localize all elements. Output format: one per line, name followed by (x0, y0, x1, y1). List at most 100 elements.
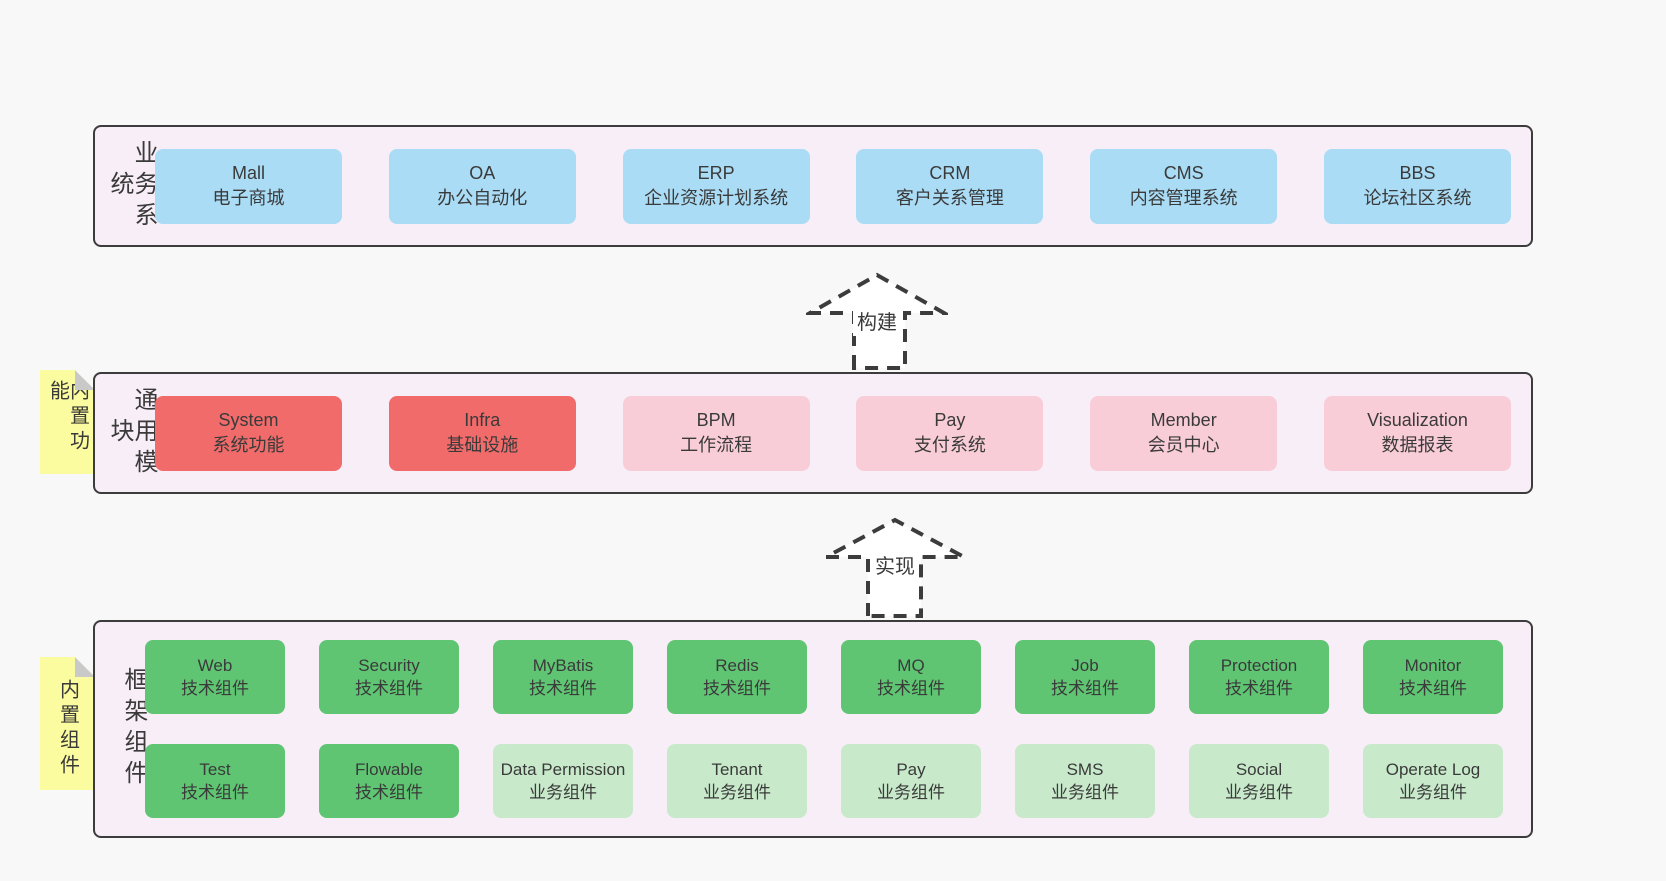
box-pay-module: Pay 支付系统 (856, 395, 1044, 471)
box-subtitle: 内容管理系统 (1129, 188, 1238, 208)
box-operate-log: Operate Log 业务组件 (1363, 744, 1503, 818)
box-monitor: Monitor 技术组件 (1363, 640, 1503, 714)
box-title: Infra (464, 410, 501, 430)
box-subtitle: 技术组件 (355, 679, 423, 698)
box-title: BPM (696, 410, 736, 430)
box-subtitle: 基础设施 (446, 435, 519, 455)
box-subtitle: 会员中心 (1147, 435, 1220, 455)
modules-boxes-row: System 系统功能 Infra 基础设施 BPM 工作流程 Pay 支付系统… (155, 395, 1511, 471)
box-subtitle: 业务组件 (703, 783, 771, 802)
box-bbs: BBS 论坛社区系统 (1323, 148, 1511, 224)
box-system: System 系统功能 (155, 395, 342, 471)
box-title: Member (1150, 410, 1217, 430)
box-visualization: Visualization 数据报表 (1323, 395, 1511, 471)
box-mall: Mall 电子商城 (155, 148, 342, 224)
box-subtitle: 数据报表 (1381, 435, 1454, 455)
box-data-permission: Data Permission 业务组件 (493, 744, 633, 818)
box-subtitle: 技术组件 (1051, 679, 1119, 698)
box-subtitle: 技术组件 (181, 679, 249, 698)
box-title: Web (197, 656, 233, 675)
framework-boxes-grid: Web 技术组件 Security 技术组件 MyBatis 技术组件 Redi… (145, 640, 1503, 818)
box-title: Data Permission (500, 760, 626, 779)
box-subtitle: 技术组件 (355, 783, 423, 802)
box-title: Flowable (354, 760, 424, 779)
box-title: MyBatis (532, 656, 594, 675)
box-title: Tenant (711, 760, 763, 779)
box-subtitle: 业务组件 (1051, 783, 1119, 802)
box-title: Security (358, 656, 420, 675)
box-subtitle: 企业资源计划系统 (644, 188, 789, 208)
box-title: ERP (697, 163, 735, 183)
box-subtitle: 论坛社区系统 (1363, 188, 1472, 208)
box-title: BBS (1399, 163, 1436, 183)
box-title: CMS (1163, 163, 1204, 183)
box-title: OA (469, 163, 496, 183)
box-oa: OA 办公自动化 (388, 148, 576, 224)
box-cms: CMS 内容管理系统 (1090, 148, 1278, 224)
box-title: Job (1071, 656, 1099, 675)
box-redis: Redis 技术组件 (667, 640, 807, 714)
box-job: Job 技术组件 (1015, 640, 1155, 714)
layer-label-framework-components: 框架组件 (120, 667, 147, 791)
box-title: Mall (231, 163, 265, 183)
framework-row-2: Test 技术组件 Flowable 技术组件 Data Permission … (145, 744, 1503, 818)
box-title: Pay (934, 410, 966, 430)
box-tenant: Tenant 业务组件 (667, 744, 807, 818)
box-title: MQ (897, 656, 925, 675)
arrow-build-label: 构建 (853, 305, 901, 336)
box-subtitle: 技术组件 (877, 679, 945, 698)
sticky-note-label: 内置功能 (46, 380, 89, 455)
box-title: Protection (1220, 656, 1298, 675)
layer-label-business-systems: 业务系统 (106, 139, 157, 233)
arrow-implement: 实现 (822, 512, 968, 620)
box-subtitle: 工作流程 (680, 435, 753, 455)
box-web: Web 技术组件 (145, 640, 285, 714)
box-sms: SMS 业务组件 (1015, 744, 1155, 818)
box-title: CRM (929, 163, 971, 183)
box-bpm: BPM 工作流程 (622, 395, 810, 471)
box-subtitle: 电子商城 (212, 188, 285, 208)
box-title: Test (199, 760, 231, 779)
sticky-note-built-in-features: 内置功能 (40, 370, 95, 474)
box-subtitle: 支付系统 (913, 435, 986, 455)
box-title: Visualization (1367, 410, 1468, 430)
box-mybatis: MyBatis 技术组件 (493, 640, 633, 714)
box-title: Operate Log (1385, 760, 1481, 779)
layer-business-systems: 业务系统 Mall 电子商城 OA 办公自动化 ERP 企业资源计划系统 CRM… (93, 125, 1533, 247)
sticky-note-label: 内置组件 (56, 678, 79, 779)
arrow-build: 构建 (806, 268, 948, 372)
box-social: Social 业务组件 (1189, 744, 1329, 818)
business-boxes-row: Mall 电子商城 OA 办公自动化 ERP 企业资源计划系统 CRM 客户关系… (155, 148, 1511, 224)
box-subtitle: 技术组件 (1399, 679, 1467, 698)
box-flowable: Flowable 技术组件 (319, 744, 459, 818)
box-protection: Protection 技术组件 (1189, 640, 1329, 714)
box-subtitle: 技术组件 (529, 679, 597, 698)
framework-row-1: Web 技术组件 Security 技术组件 MyBatis 技术组件 Redi… (145, 640, 1503, 714)
box-subtitle: 业务组件 (1399, 783, 1467, 802)
box-subtitle: 系统功能 (212, 435, 285, 455)
layer-common-modules: 通用模块 System 系统功能 Infra 基础设施 BPM 工作流程 Pay… (93, 372, 1533, 494)
box-subtitle: 客户关系管理 (895, 188, 1004, 208)
box-title: Pay (896, 760, 926, 779)
sticky-note-built-in-components: 内置组件 (40, 657, 95, 790)
box-subtitle: 业务组件 (877, 783, 945, 802)
box-title: SMS (1066, 760, 1104, 779)
box-subtitle: 技术组件 (1225, 679, 1293, 698)
box-infra: Infra 基础设施 (388, 395, 576, 471)
box-erp: ERP 企业资源计划系统 (622, 148, 810, 224)
box-crm: CRM 客户关系管理 (856, 148, 1044, 224)
box-subtitle: 技术组件 (181, 783, 249, 802)
box-member: Member 会员中心 (1090, 395, 1278, 471)
box-subtitle: 技术组件 (703, 679, 771, 698)
layer-label-common-modules: 通用模块 (106, 386, 157, 480)
box-subtitle: 办公自动化 (437, 188, 528, 208)
box-mq: MQ 技术组件 (841, 640, 981, 714)
box-test: Test 技术组件 (145, 744, 285, 818)
box-title: System (218, 410, 279, 430)
box-subtitle: 业务组件 (1225, 783, 1293, 802)
box-title: Social (1235, 760, 1283, 779)
box-security: Security 技术组件 (319, 640, 459, 714)
arrow-implement-label: 实现 (871, 549, 919, 580)
box-subtitle: 业务组件 (529, 783, 597, 802)
